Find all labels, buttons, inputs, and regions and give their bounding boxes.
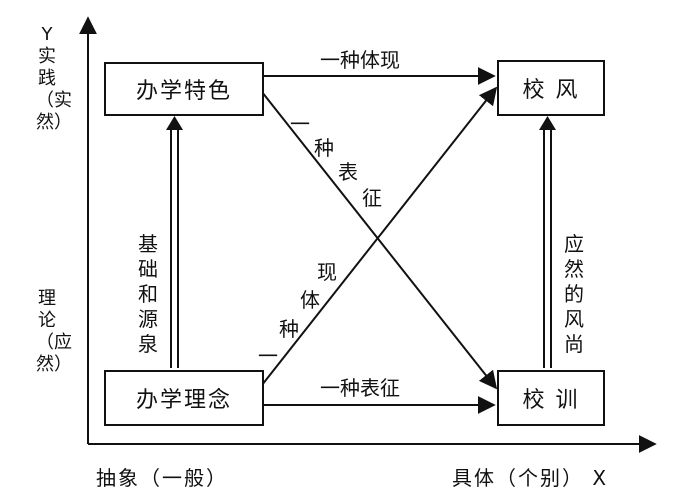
y-axis-label-theory: 理论（应然）	[36, 288, 72, 375]
diag-up-char: 体	[300, 288, 320, 312]
diag-up-char: 一	[258, 344, 278, 368]
diag-down-char: 征	[362, 186, 382, 210]
y-axis-label-practice: Y实践（实然）	[36, 24, 72, 133]
edge-label-top: 一种体现	[320, 48, 400, 72]
edge-label-right: 应然的风尚	[564, 232, 584, 356]
node-school-features: 办学特色	[104, 62, 264, 116]
x-axis-label-abstract: 抽象（一般）	[96, 466, 228, 490]
edge-label-left: 基础和源泉	[138, 232, 158, 356]
arrow-motto-to-ethos	[539, 116, 556, 368]
diag-down-char: 种	[314, 136, 334, 160]
arrow-features-to-motto	[261, 91, 498, 390]
arrow-philosophy-to-features	[166, 116, 183, 368]
x-axis-label-concrete: 具体（个别） X	[452, 466, 609, 490]
diag-down-char: 表	[338, 160, 358, 184]
diag-up-char: 种	[279, 317, 299, 341]
node-school-philosophy: 办学理念	[104, 370, 264, 426]
edge-label-bottom: 一种表征	[320, 376, 400, 400]
arrow-philosophy-to-ethos	[261, 86, 498, 386]
node-school-ethos: 校 风	[497, 60, 605, 116]
diag-down-char: 一	[290, 112, 310, 136]
diag-up-char: 现	[317, 260, 337, 284]
node-school-motto: 校 训	[497, 370, 605, 426]
